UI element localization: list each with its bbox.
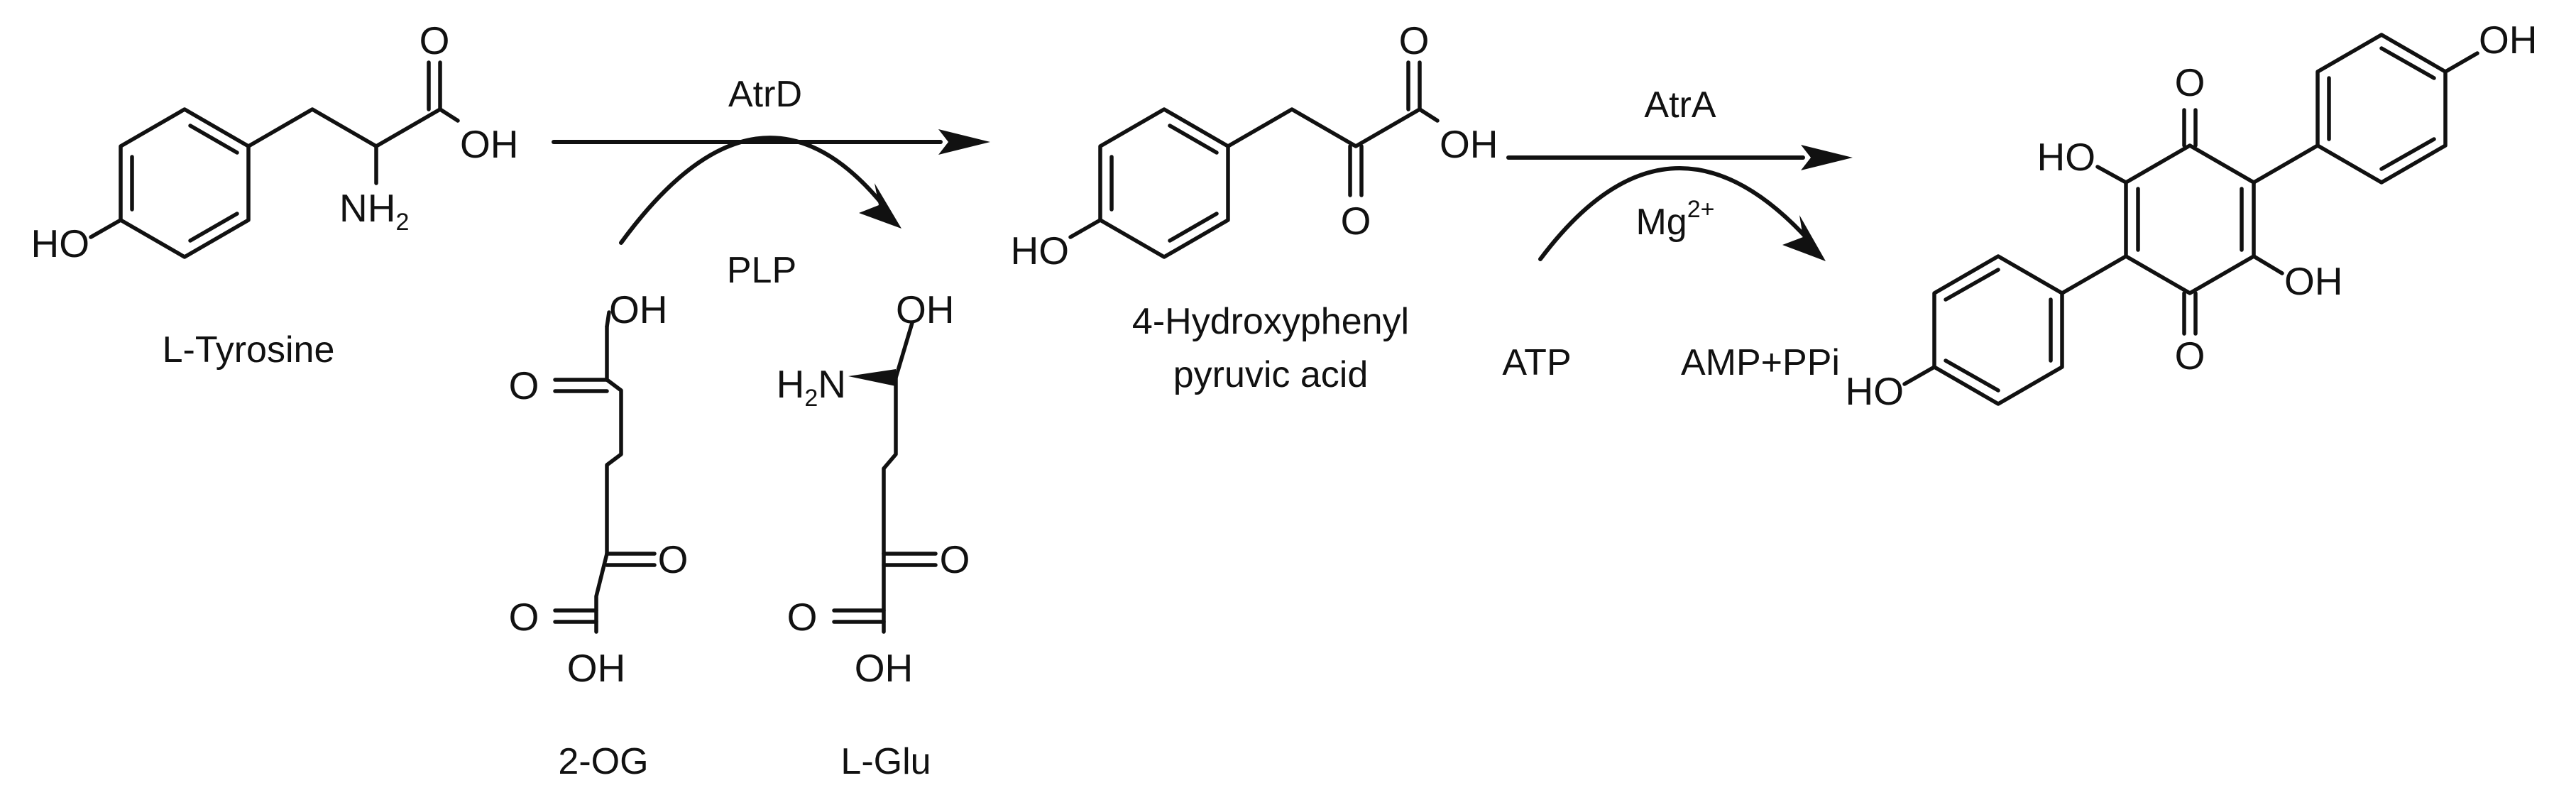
carboxyl-hydroxyl: OH <box>1440 122 1498 166</box>
keto-oxygen: O <box>658 537 689 581</box>
carbonyl-oxygen: O <box>1399 18 1430 62</box>
amine-label: NH2 <box>339 186 409 236</box>
l-tyrosine-label: L-Tyrosine <box>163 329 335 371</box>
reaction-arrow-atra <box>1506 145 1853 170</box>
intermediate-label-line1: 4-Hydroxyphenyl <box>1132 301 1409 342</box>
quinone-oxygen-top: O <box>2175 60 2205 104</box>
quinone-oxygen-bottom: O <box>2175 334 2205 378</box>
l-tyrosine-structure: O OH NH2 HO <box>31 18 519 265</box>
o-bottom: O <box>509 595 539 639</box>
keto-oxygen: O <box>1341 199 1371 243</box>
phenol-hydroxyl-top: OH <box>2479 18 2538 62</box>
l-glu-label: L-Glu <box>840 741 931 782</box>
oh-bottom: OH <box>855 646 914 690</box>
curved-arrow-reaction-1 <box>619 136 901 245</box>
2-og-structure: OH O O O OH <box>509 287 689 690</box>
cofactor-mg2: Mg2+ <box>1635 196 1714 243</box>
2-og-label: 2-OG <box>558 741 648 782</box>
keto-oxygen: O <box>940 537 970 581</box>
phenol-hydroxyl: HO <box>31 221 90 265</box>
ring-hydroxyl-left: HO <box>2037 135 2096 179</box>
product-structure: O O HO OH OH HO <box>1846 18 2538 413</box>
byproduct-amp-ppi: AMP+PPi <box>1681 342 1840 383</box>
oh-bottom: OH <box>567 646 626 690</box>
l-glu-structure: OH H2N O O OH <box>777 287 970 690</box>
enzyme-atrd: AtrD <box>728 74 802 115</box>
intermediate-label-line2: pyruvic acid <box>1173 354 1369 395</box>
ring-hydroxyl-right: OH <box>2284 259 2343 303</box>
o-top: O <box>509 363 539 407</box>
carboxyl-hydroxyl: OH <box>460 122 519 166</box>
cofactor-atp: ATP <box>1502 342 1571 383</box>
cofactor-plp: PLP <box>727 250 796 291</box>
curved-arrow-reaction-2 <box>1538 166 1826 261</box>
reaction-arrow-atrd <box>552 129 990 155</box>
phenol-hydroxyl-bottom: HO <box>1846 369 1904 413</box>
amine-label: H2N <box>777 362 846 412</box>
oh-top: OH <box>896 287 955 331</box>
hydroxyphenylpyruvic-acid-structure: O OH O HO <box>1011 18 1498 273</box>
enzyme-atra: AtrA <box>1644 84 1716 126</box>
o-bottom: O <box>787 595 818 639</box>
oh-top: OH <box>609 287 668 331</box>
carbonyl-oxygen: O <box>420 18 450 62</box>
phenol-hydroxyl: HO <box>1011 229 1070 273</box>
